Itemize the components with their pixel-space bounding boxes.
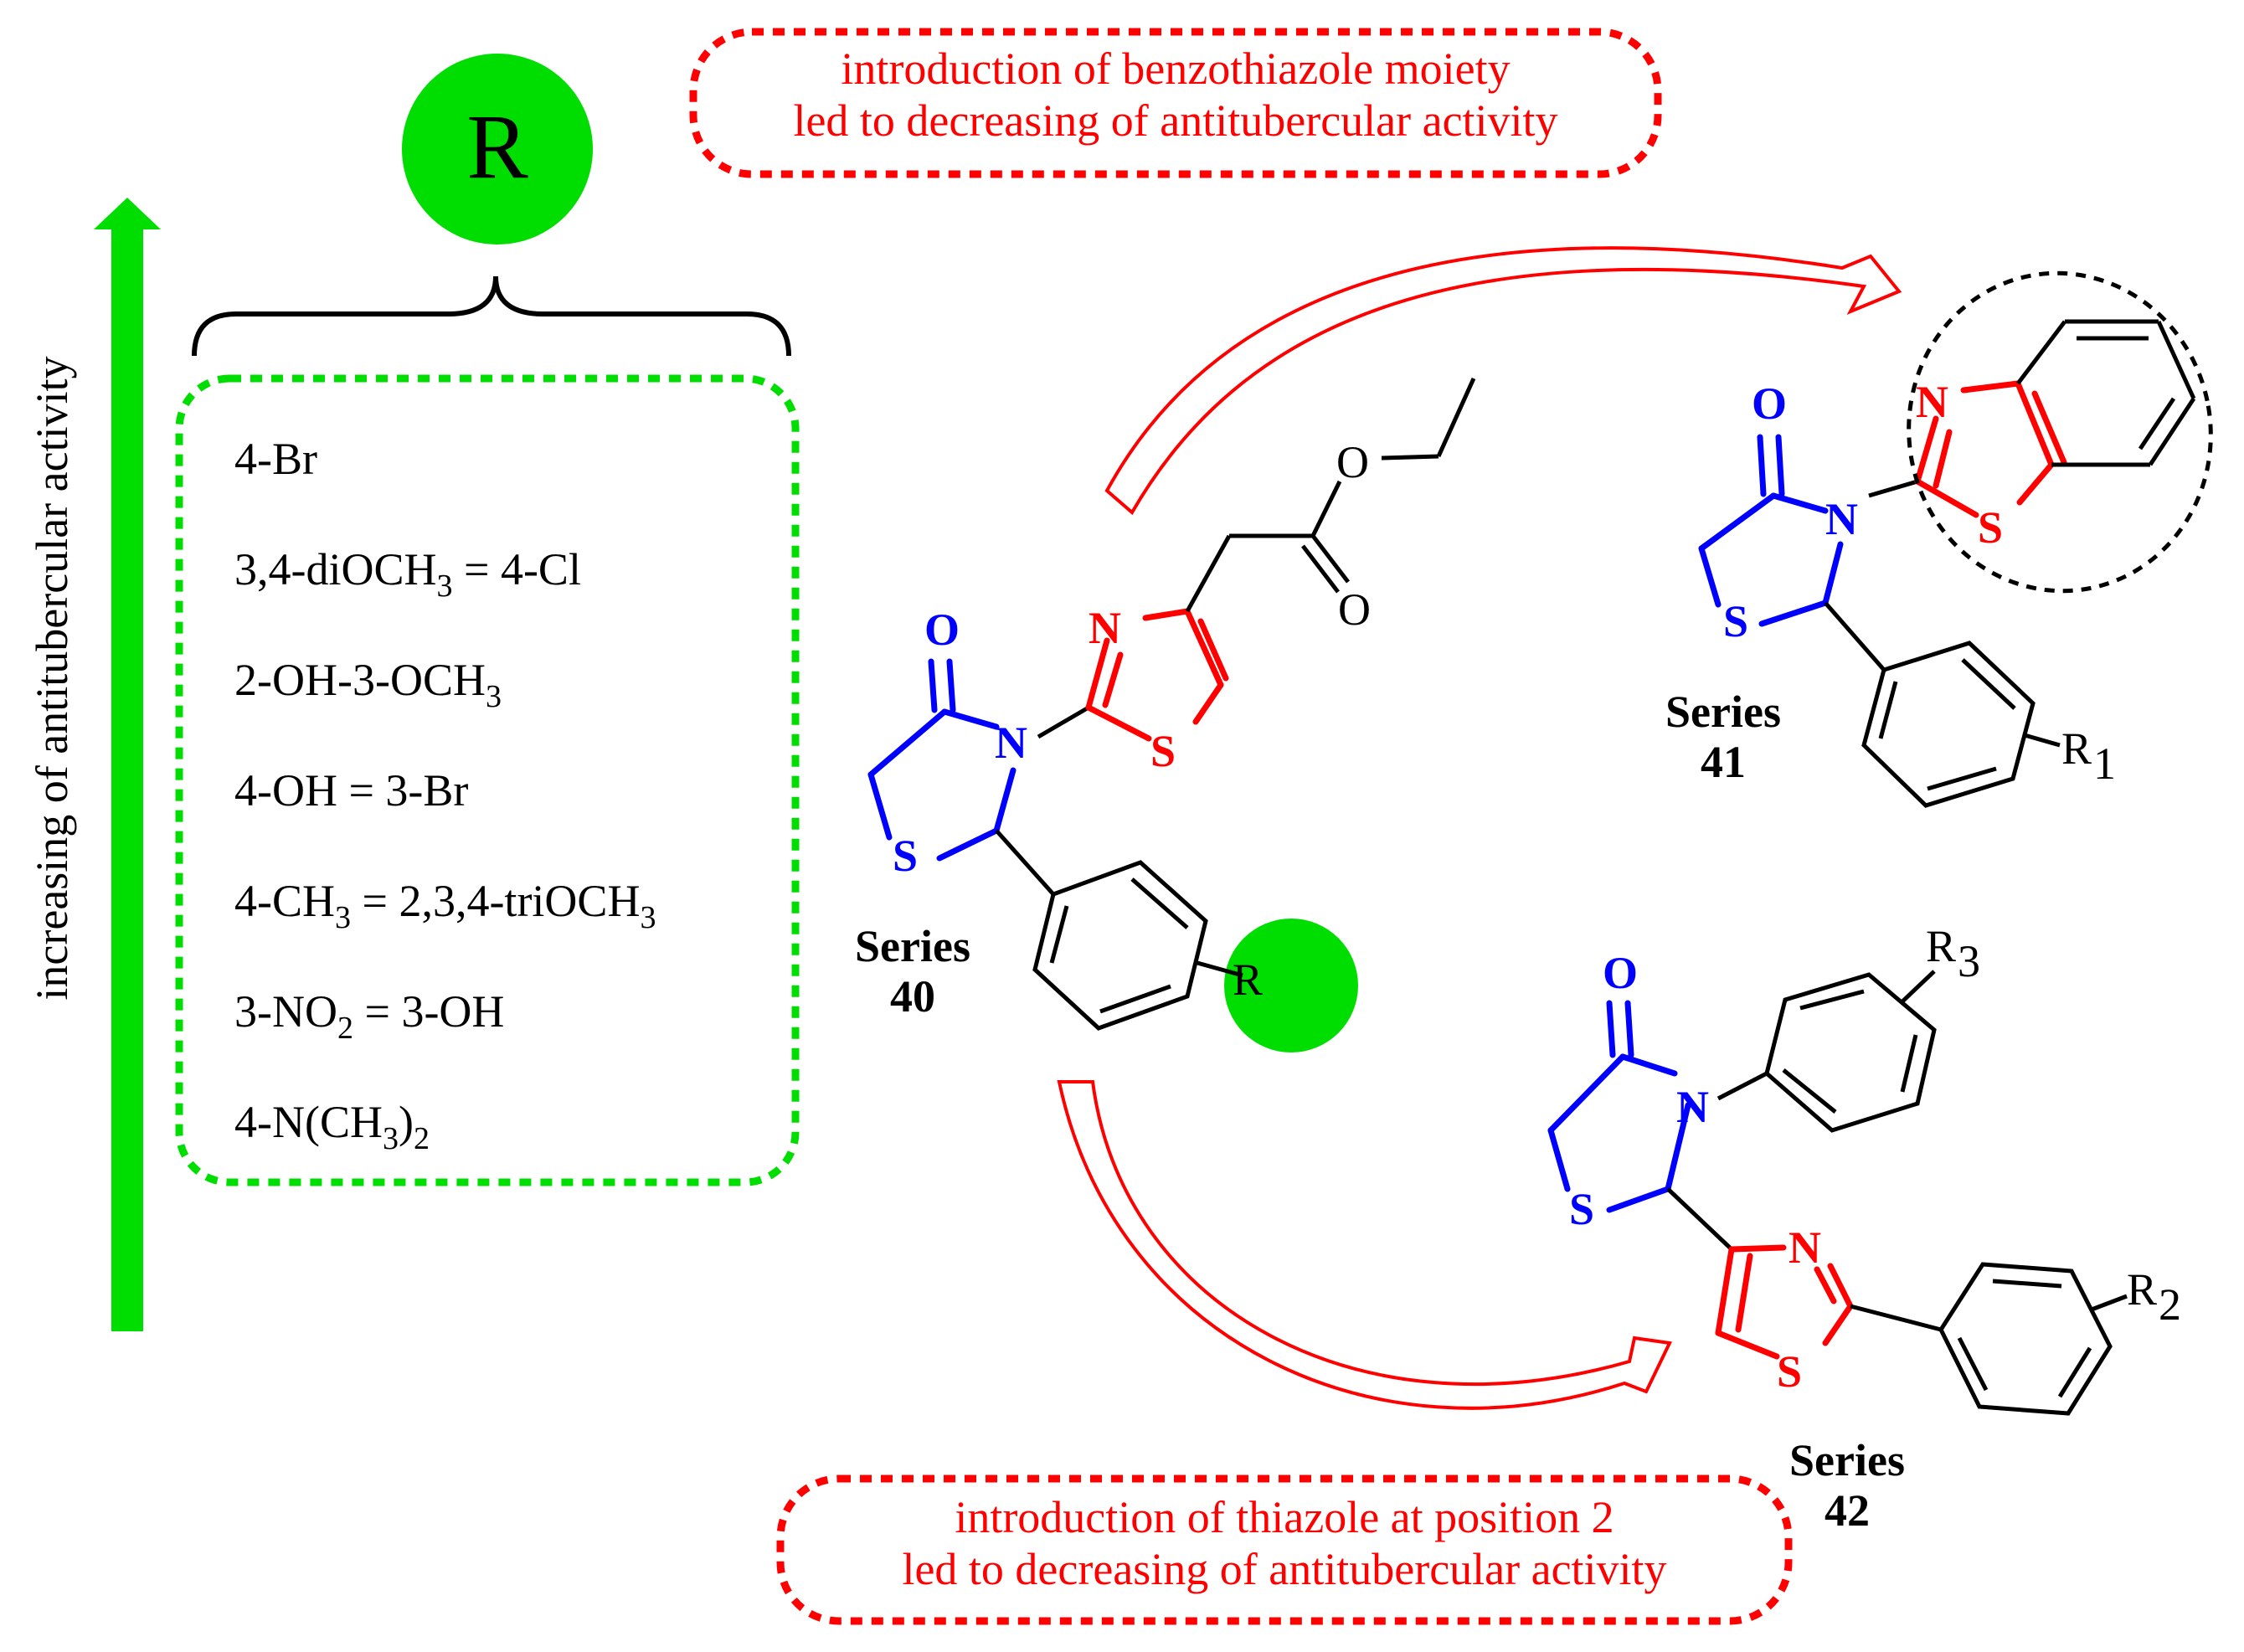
- s42-r3-label: R: [1926, 921, 1956, 971]
- s40-carbonyl-oxygen: O: [924, 605, 960, 655]
- bottom-note-line-2: led to decreasing of antitubercular acti…: [902, 1544, 1666, 1594]
- s41-series-number: 41: [1701, 737, 1746, 787]
- substituent-list: 4-Br 3,4-diOCH3 = 4-Cl 2-OH-3-OCH3 4-OH = 3…: [234, 434, 656, 1156]
- top-note-box: [689, 28, 1662, 178]
- substituent-item: 2-OH-3-OCH3: [234, 655, 502, 714]
- s42-thiazole-nitrogen: N: [1789, 1222, 1821, 1273]
- substituent-item: 3,4-diOCH3 = 4-Cl: [234, 544, 581, 604]
- s40-r-marker: [1224, 919, 1358, 1052]
- s42-ring-sulfur: S: [1569, 1184, 1594, 1234]
- bottom-transform-arrow: [1057, 1080, 1672, 1410]
- s42-r3-subscript: 3: [1958, 936, 1980, 986]
- s41-ring-sulfur: S: [1723, 596, 1748, 646]
- s40-ring-nitrogen: N: [995, 718, 1027, 768]
- s42-r2-label: R: [2127, 1264, 2157, 1315]
- s42-thiazole-sulfur: S: [1777, 1346, 1802, 1397]
- series-42-structure: O N S R 3 N S: [1547, 921, 2181, 1536]
- s41-ring-nitrogen: N: [1825, 494, 1858, 544]
- s41-benzothiazole-highlight: [1907, 270, 2213, 594]
- s41-thiazole-nitrogen: N: [1916, 377, 1948, 427]
- s42-series-word: Series: [1789, 1435, 1905, 1485]
- substituent-brace: [192, 275, 791, 357]
- substituent-item: 4-N(CH3)2: [234, 1097, 430, 1156]
- r-badge-circle: [402, 54, 593, 244]
- bottom-note-line-1: introduction of thiazole at position 2: [955, 1492, 1614, 1542]
- r-badge-label: R: [466, 95, 528, 198]
- s40-ring-sulfur: S: [893, 831, 918, 881]
- activity-arrow-shaft: [111, 228, 143, 1331]
- activity-axis-label: increasing of antitubercular activity: [27, 356, 77, 1000]
- s40-series-word: Series: [855, 921, 970, 971]
- s41-r1-subscript: 1: [2093, 739, 2116, 789]
- activity-arrow-head: [94, 198, 161, 229]
- s41-carbonyl-oxygen: O: [1752, 378, 1787, 429]
- series-41-structure: O N S N S: [1665, 270, 2213, 808]
- substituent-item: 4-CH3 = 2,3,4-triOCH3: [234, 876, 656, 935]
- substituent-item: 3-NO2 = 3-OH: [234, 986, 504, 1046]
- bottom-note-box: [776, 1474, 1793, 1625]
- s40-thiazole-sulfur: S: [1150, 726, 1176, 776]
- series-40-structure: O N S N S O O: [855, 377, 1476, 1052]
- s41-r1-label: R: [2061, 723, 2092, 774]
- s42-ring-nitrogen: N: [1676, 1082, 1709, 1132]
- substituent-item: 4-Br: [234, 434, 317, 484]
- s40-carbonyl-oxygen-2: O: [1338, 584, 1371, 635]
- top-note-line-1: introduction of benzothiazole moiety: [841, 44, 1510, 94]
- substituent-list-box: [175, 374, 800, 1186]
- s41-series-word: Series: [1665, 687, 1781, 737]
- s41-thiazole-sulfur: S: [1978, 502, 2003, 553]
- activity-arrow: [94, 198, 161, 1331]
- top-note-line-2: led to decreasing of antitubercular acti…: [793, 95, 1557, 146]
- s42-series-number: 42: [1825, 1485, 1870, 1536]
- s40-thiazole-nitrogen: N: [1089, 603, 1121, 653]
- substituent-item: 4-OH = 3-Br: [234, 765, 468, 816]
- s40-r-label: R: [1233, 955, 1263, 1005]
- s42-carbonyl-oxygen: O: [1603, 948, 1638, 998]
- s40-series-number: 40: [890, 971, 935, 1022]
- s42-r2-subscript: 2: [2159, 1279, 2181, 1330]
- top-transform-arrow: [1104, 246, 1902, 516]
- s40-ester-oxygen: O: [1336, 437, 1369, 487]
